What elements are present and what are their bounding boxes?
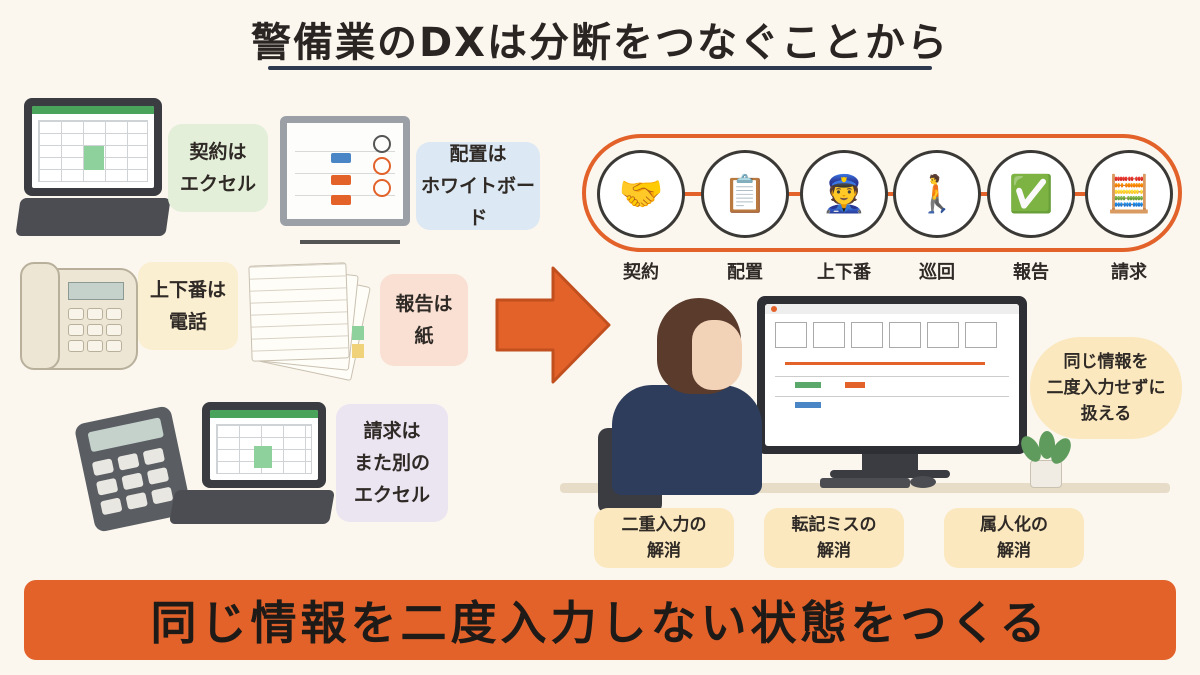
- laptop-spreadsheet-icon: [15, 98, 171, 248]
- workflow-step-contract: 契約: [623, 262, 659, 283]
- planner-at-board-icon: 📋: [701, 150, 789, 238]
- unified-system-screen: [765, 304, 1019, 446]
- workflow-step-report: 報告: [1013, 262, 1049, 283]
- right-arrow-icon: [495, 266, 611, 384]
- workflow-step-billing: 請求: [1111, 262, 1147, 283]
- monitor: [757, 296, 1027, 454]
- operator-face: [692, 320, 742, 390]
- workflow-step-shift: 上下番: [817, 262, 871, 283]
- handshake-document-icon: 🤝: [597, 150, 685, 238]
- benefit-double-entry: 二重入力の 解消: [594, 508, 734, 568]
- left-label-shift-report: 上下番は 電話: [138, 262, 238, 350]
- guard-on-phone-icon: 👮: [800, 150, 888, 238]
- benefit-transcription-errors: 転記ミスの 解消: [764, 508, 904, 568]
- monitor-base: [830, 470, 950, 478]
- mouse: [910, 476, 936, 488]
- left-label-billing: 請求は また別の エクセル: [336, 404, 448, 522]
- benefit-individual-dependency: 属人化の 解消: [944, 508, 1084, 568]
- workflow-track: [582, 134, 1182, 252]
- speech-bubble: 同じ情報を 二度入力せずに 扱える: [1030, 337, 1182, 439]
- left-label-assignment: 配置は ホワイトボード: [416, 142, 540, 230]
- plant-icon: [1017, 431, 1075, 488]
- calculator-invoice-icon: 🧮: [1085, 150, 1173, 238]
- left-label-report: 報告は 紙: [380, 274, 468, 366]
- operator-body: [612, 385, 762, 495]
- telephone-icon: [20, 262, 138, 370]
- page-title: 警備業のDXは分断をつなぐことから: [250, 20, 950, 66]
- workflow-step-patrol: 巡回: [919, 262, 955, 283]
- workflow-line: [640, 192, 1140, 196]
- paper-stack-icon: [246, 260, 371, 382]
- clipboard-checklist-icon: ✅: [987, 150, 1075, 238]
- keyboard: [820, 478, 910, 488]
- whiteboard-icon: [280, 116, 410, 226]
- whiteboard-stand: [300, 226, 400, 244]
- laptop-spreadsheet-2-icon: [166, 402, 336, 532]
- patrolling-guard-icon: 🚶: [893, 150, 981, 238]
- bottom-banner: 同じ情報を二度入力しない状態をつくる: [24, 580, 1176, 660]
- left-label-contract: 契約は エクセル: [168, 124, 268, 212]
- desk: [560, 483, 1170, 493]
- workflow-step-assignment: 配置: [727, 262, 763, 283]
- monitor-stand: [862, 454, 918, 474]
- title-underline: [268, 66, 932, 70]
